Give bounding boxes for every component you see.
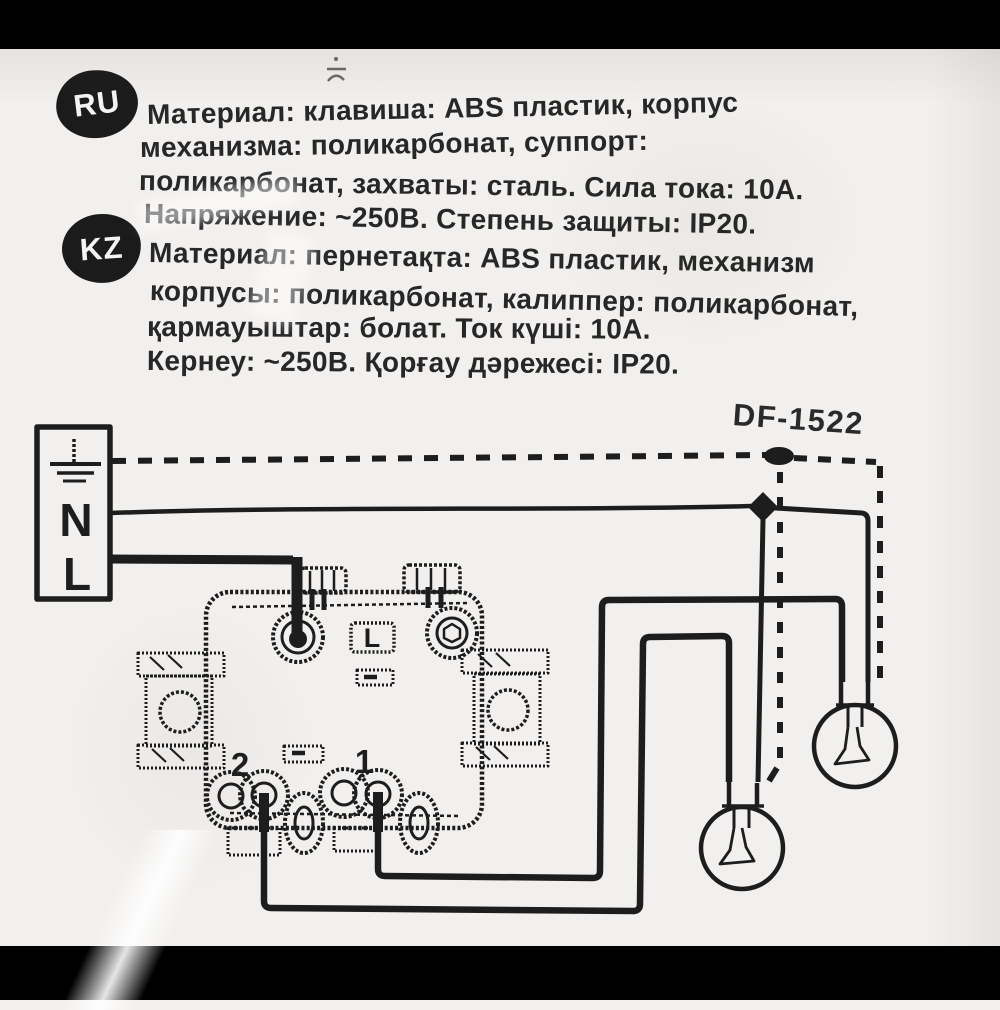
photo-top-bar <box>0 0 1000 49</box>
cap-right-ridges <box>415 568 447 590</box>
cap-left-body <box>298 566 348 595</box>
claw-right-top-hatch <box>477 652 511 668</box>
mounting-boss-right <box>398 791 440 855</box>
terminal-2-ring-a-inner <box>217 782 245 810</box>
claw-left-bottom-hatch <box>151 747 185 763</box>
switch-mechanism: L 2 <box>136 563 550 857</box>
boss-right-outer <box>398 791 440 855</box>
lamp1-filament <box>833 726 871 766</box>
boss-left-inner <box>293 805 315 841</box>
top-screw-left-outer <box>271 610 325 664</box>
boss-right-inner <box>408 805 430 841</box>
switch-slot-lower <box>282 744 325 764</box>
neutral-branch-to-lamp2 <box>755 518 766 783</box>
earth-wire-to-right <box>793 455 877 465</box>
lamp1-base-lines <box>846 707 864 727</box>
top-screw-right <box>425 606 479 660</box>
neutral-branch-to-lamp1 <box>774 505 871 682</box>
bottom-terminal-1: 1 <box>318 743 404 832</box>
fixing-claw-right <box>460 648 550 768</box>
top-terminal-cap-left <box>298 566 348 610</box>
faint-mark-dot <box>334 57 338 61</box>
claw-right-top-flange <box>460 648 550 675</box>
earth-junction-blob <box>764 447 794 465</box>
neutral-conductor <box>110 492 871 783</box>
terminal-1-label: 1 <box>355 743 373 780</box>
mounting-boss-left <box>283 791 325 855</box>
lamp-2-bulb <box>698 782 786 892</box>
switch-line-terminal-label: L <box>364 623 381 653</box>
claw-left-top-hatch <box>149 654 183 671</box>
line-wire-horizontal <box>109 554 294 565</box>
earth-conductor <box>111 447 883 783</box>
lamp2-filament <box>718 827 756 866</box>
slot-upper-outline <box>355 668 395 687</box>
slot-lower-outline <box>282 744 325 764</box>
terminal-2-label: 2 <box>231 746 249 783</box>
lamp2-glass <box>698 804 786 892</box>
lamp2-base-lines <box>732 808 751 828</box>
top-terminal-cap-right <box>402 563 462 608</box>
switch-line-terminal-plate: L <box>349 621 396 654</box>
top-screw-left-inner <box>280 619 316 655</box>
line-plate-outline <box>349 621 396 654</box>
line-conductor <box>109 554 303 640</box>
claw-left-top-flange <box>136 651 226 678</box>
terminal-1-ring-a-outer <box>318 767 370 819</box>
earth-wire-end-dash <box>766 766 780 783</box>
cap-left-clamp-marks <box>309 589 327 610</box>
switch-slot-upper <box>355 668 395 687</box>
neutral-junction-dot <box>748 492 778 522</box>
ground-symbol-icon <box>50 439 101 483</box>
top-screw-left <box>271 610 325 664</box>
top-screw-left-wire-end <box>289 630 307 648</box>
cap-left-ridges <box>308 570 336 591</box>
claw-right-bottom-flange <box>460 741 550 768</box>
housing-tab-right <box>332 826 380 853</box>
supply-terminal-box: N L <box>34 424 113 602</box>
cap-right-clamp-marks <box>425 587 444 608</box>
earth-wire-horizontal <box>111 452 769 464</box>
housing-tab-left <box>226 826 282 857</box>
cap-right-body <box>402 563 462 594</box>
top-screw-right-hex <box>442 622 462 644</box>
faint-ground-mark <box>327 57 346 82</box>
line-terminal-label: L <box>63 548 91 600</box>
faint-mark-arc <box>327 74 345 82</box>
claw-left-screw-hole <box>158 690 202 734</box>
switch-top-inner-edge <box>231 601 469 609</box>
neutral-terminal-label: N <box>59 494 92 546</box>
switch-body-outline <box>203 589 485 831</box>
top-screw-right-outer <box>425 606 479 660</box>
claw-left-bottom-flange <box>136 743 226 770</box>
top-screw-right-inner <box>435 616 469 650</box>
lamp1-glass <box>811 702 899 790</box>
claw-left-body <box>144 674 214 748</box>
lamp-1-bulb <box>811 682 899 790</box>
fixing-claw-left <box>136 651 226 770</box>
switched-wire-circuit-1 <box>374 595 846 882</box>
neutral-wire-horizontal <box>110 503 753 516</box>
claw-right-screw-hole <box>486 688 530 732</box>
terminal-2-ring-a-outer <box>205 770 257 822</box>
claw-right-bottom-hatch <box>475 745 509 761</box>
bottom-terminal-2: 2 <box>205 746 290 832</box>
supply-box-outline <box>34 424 113 602</box>
boss-left-outer <box>283 791 325 855</box>
